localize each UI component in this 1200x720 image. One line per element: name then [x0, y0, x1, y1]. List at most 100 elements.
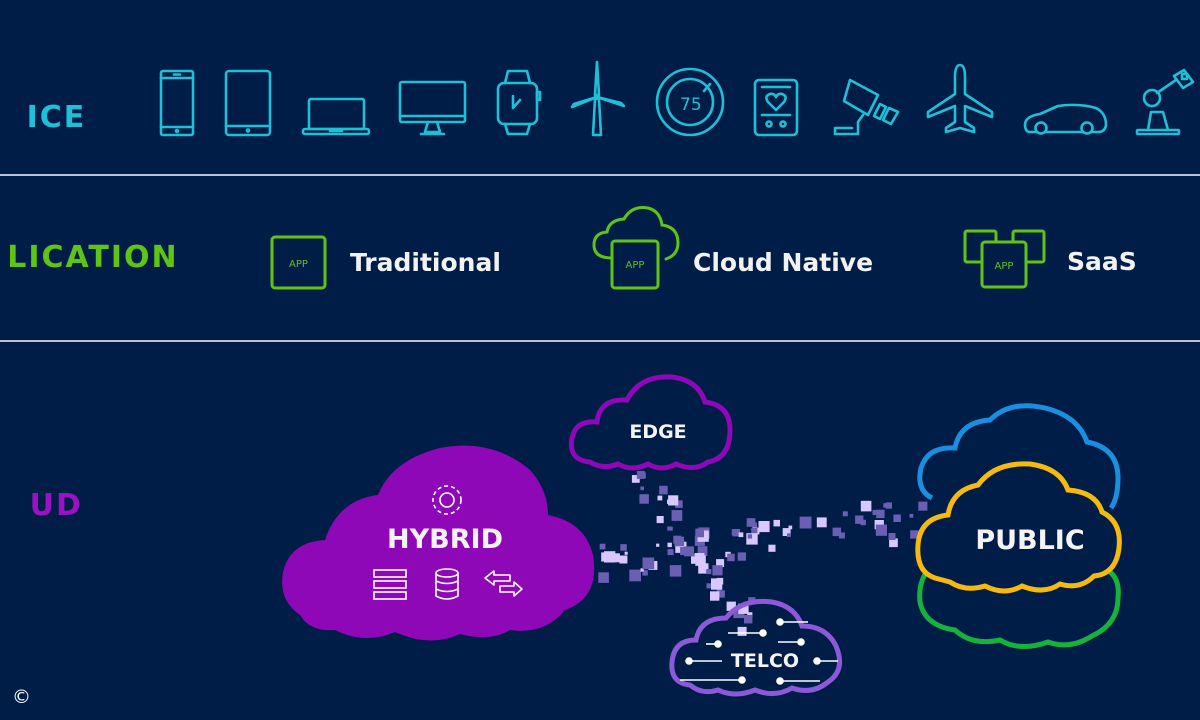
data-particle: [619, 555, 628, 564]
data-particle: [659, 485, 668, 495]
data-particle: [746, 518, 756, 527]
device-icons-row: 75: [159, 60, 1195, 137]
data-particle: [876, 509, 885, 519]
data-particle: [782, 528, 791, 536]
security-camera-icon: [833, 78, 900, 136]
data-particle: [855, 515, 864, 524]
public-cloud-label: PUBLIC: [975, 525, 1085, 556]
data-particle: [744, 615, 753, 624]
data-particle: [698, 563, 709, 574]
car-icon: [1023, 103, 1108, 135]
server-rack-icon: [373, 569, 407, 600]
stacked-apps-icon: APP: [963, 229, 1046, 289]
data-particle: [624, 551, 628, 555]
data-particle: [657, 495, 663, 501]
data-particle: [639, 494, 649, 504]
data-particle: [640, 486, 644, 491]
data-particle: [758, 521, 770, 533]
public-cloud-yellow: [915, 461, 1122, 594]
data-particle: [697, 546, 708, 556]
data-particle: [674, 536, 685, 547]
data-particle: [768, 544, 776, 552]
row-label-cloud: CLOUD: [29, 488, 83, 523]
svg-text:APP: APP: [626, 260, 645, 271]
data-particle: [738, 603, 749, 614]
row-label-application: APPLICATION: [7, 240, 179, 275]
row-label-device: DEVICE: [26, 100, 87, 135]
laptop-icon: [301, 97, 371, 136]
data-particle: [675, 500, 683, 508]
data-particle: [656, 543, 660, 547]
edge-cloud: [568, 374, 733, 471]
data-particle: [737, 552, 746, 561]
data-particle: [751, 528, 758, 535]
data-particle: [629, 569, 641, 582]
data-particle-stream: [586, 471, 932, 636]
svg-text:APP: APP: [995, 261, 1014, 272]
data-particle: [599, 543, 606, 550]
data-particle: [888, 533, 896, 540]
circuit-lines: [680, 618, 838, 685]
cloud-diagram: [282, 374, 1122, 697]
data-particle: [640, 568, 644, 572]
data-particle: [737, 626, 747, 636]
data-particle: [909, 513, 914, 518]
data-particle: [787, 533, 791, 538]
hybrid-cloud-label: HYBRID: [387, 524, 503, 555]
data-particle: [746, 533, 758, 545]
data-particle: [710, 591, 720, 601]
data-particle: [667, 542, 672, 548]
public-cloud-green: [917, 566, 1121, 649]
data-particle: [738, 532, 744, 538]
thermostat-icon: 75: [655, 67, 725, 137]
cloud-app-icon: APP: [592, 206, 680, 290]
tablet-icon: [224, 69, 272, 137]
hybrid-cloud: [282, 445, 595, 641]
data-particle: [669, 565, 682, 577]
data-particle: [667, 549, 674, 556]
data-particle: [598, 572, 609, 583]
desktop-monitor-icon: [398, 80, 467, 136]
data-particle: [872, 509, 878, 516]
data-particle: [832, 527, 842, 537]
data-particle: [799, 516, 812, 529]
data-particle: [773, 519, 780, 527]
public-cloud-blue: [917, 403, 1121, 510]
data-particle: [716, 559, 725, 568]
data-particle: [711, 578, 723, 590]
divider-application-cloud: [0, 340, 1200, 342]
data-particle: [656, 516, 664, 524]
data-particle: [706, 569, 712, 575]
data-particle: [910, 530, 919, 539]
data-particle: [691, 556, 699, 564]
smartwatch-icon: [496, 69, 542, 136]
data-particle: [642, 570, 648, 576]
data-particle: [610, 553, 620, 563]
health-monitor-icon: [753, 78, 799, 137]
data-particle: [712, 565, 723, 576]
telco-cloud-label: TELCO: [730, 650, 800, 672]
data-particle: [668, 495, 679, 506]
data-particle: [731, 529, 738, 536]
app-label-traditional: Traditional: [350, 248, 501, 277]
transfer-arrows-icon: [484, 570, 523, 597]
data-particle: [747, 534, 753, 539]
data-particle: [788, 525, 793, 530]
gear-icon: [432, 485, 462, 515]
data-particle: [684, 546, 694, 557]
airplane-icon: [926, 63, 994, 134]
data-particle: [918, 501, 928, 511]
data-particle: [727, 553, 735, 562]
data-particle: [816, 517, 827, 528]
data-particle: [726, 601, 736, 611]
data-particle: [620, 544, 627, 551]
data-particle: [671, 510, 683, 521]
data-particle: [860, 500, 872, 512]
data-particle: [889, 538, 898, 548]
edge-cloud-label: EDGE: [629, 421, 687, 443]
data-particle: [706, 583, 712, 589]
app-box-icon: APP: [270, 235, 327, 290]
data-particle: [669, 526, 673, 531]
data-particle: [838, 532, 845, 539]
data-particle: [747, 612, 753, 618]
